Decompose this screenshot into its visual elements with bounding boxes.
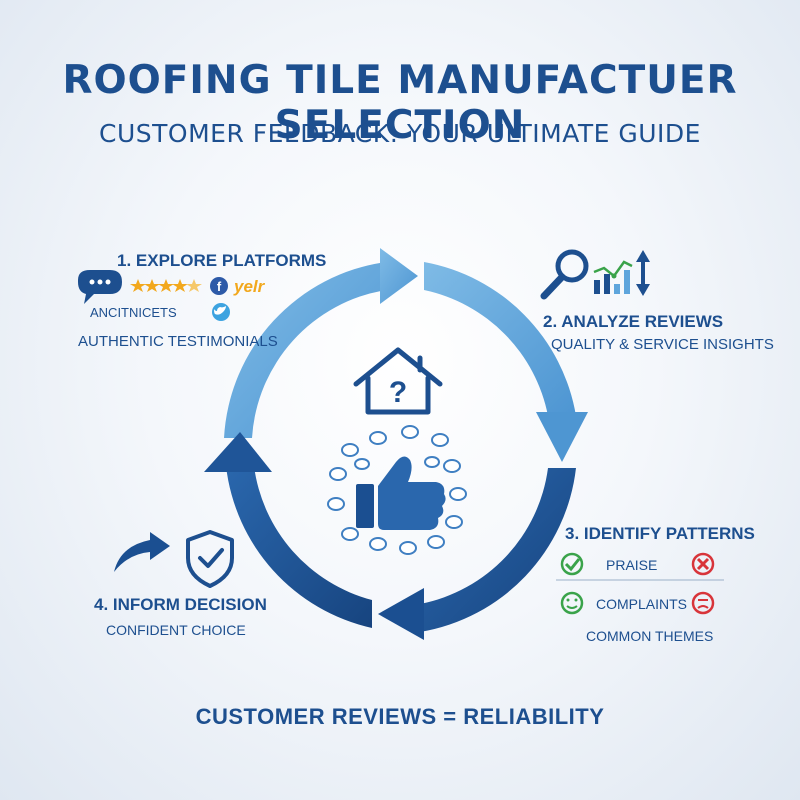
smile-icon <box>560 591 584 615</box>
step-4-subtext: CONFIDENT CHOICE <box>106 622 246 638</box>
complaints-label: COMPLAINTS <box>596 596 688 612</box>
step-3-subtext: COMMON THEMES <box>586 628 714 644</box>
step-2-subtext: QUALITY & SERVICE INSIGHTS <box>551 336 774 353</box>
arrow-bottom-left <box>204 432 372 628</box>
step-1-subtext: AUTHENTIC TESTIMONIALS <box>78 333 278 350</box>
updown-arrow-icon <box>636 250 650 296</box>
yelp-logo: yelr <box>233 277 266 296</box>
shield-check-icon <box>186 530 234 588</box>
facebook-icon <box>210 277 228 295</box>
praise-label: PRAISE <box>606 557 658 573</box>
arrow-bottom-right <box>378 468 576 640</box>
check-icon <box>560 552 584 576</box>
frown-icon <box>691 591 715 615</box>
facebook-letter: f <box>217 279 222 294</box>
step-1-heading: 1. EXPLORE PLATFORMS <box>117 251 327 270</box>
stars-icon <box>130 279 202 292</box>
page-subtitle: CUSTOMER FEEDBACK: YOUR ULTIMATE GUIDE <box>99 119 701 148</box>
footer-tagline: CUSTOMER REVIEWS = RELIABILITY <box>195 704 605 729</box>
house-question-icon <box>353 347 443 415</box>
twitter-icon <box>212 303 230 321</box>
speech-bubbles-icon <box>327 425 467 555</box>
x-icon <box>691 552 715 576</box>
arrow-top-right <box>424 262 588 462</box>
bar-chart-icon <box>593 260 633 294</box>
step-1-extra-label: ANCITNICETS <box>90 305 177 320</box>
house-question-mark: ? <box>389 376 407 409</box>
curved-arrow-icon <box>114 532 170 572</box>
page-title: ROOFING TILE MANUFACTUER SELECTION <box>62 58 738 148</box>
arrow-top-left <box>224 248 418 438</box>
chat-bubble-icon <box>78 270 122 304</box>
magnifier-icon <box>540 249 589 300</box>
thumbs-up-icon <box>356 456 446 530</box>
step-2-heading: 2. ANALYZE REVIEWS <box>543 312 724 331</box>
step-3-heading: 3. IDENTIFY PATTERNS <box>565 524 755 543</box>
step-4-heading: 4. INFORM DECISION <box>94 595 267 614</box>
